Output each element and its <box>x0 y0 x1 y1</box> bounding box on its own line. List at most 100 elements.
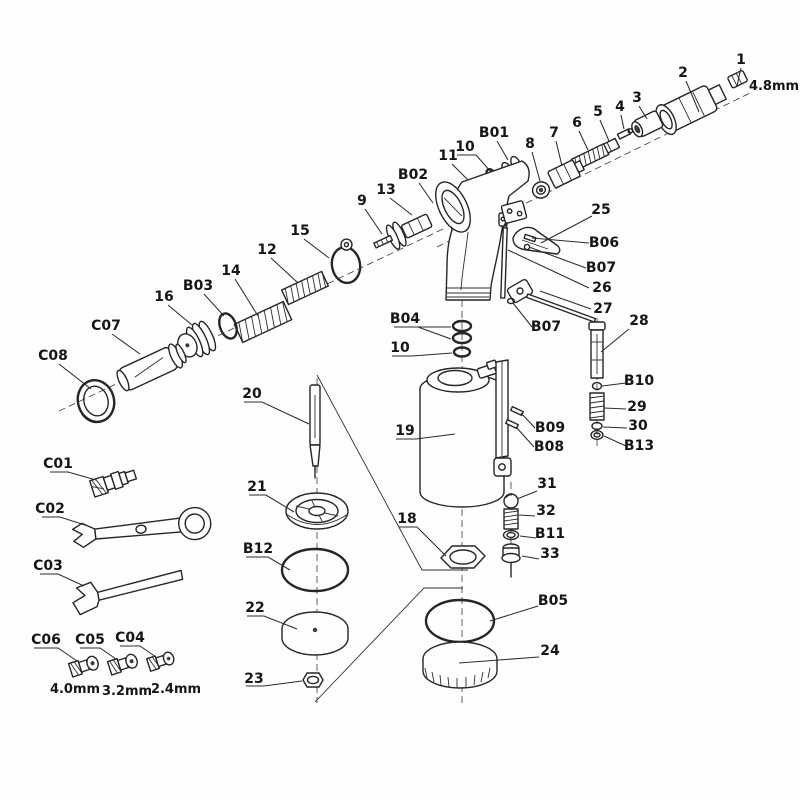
part-label-2-1: 2 <box>678 65 688 81</box>
part-label-15-15: 15 <box>290 223 309 239</box>
part-label-27-26: 27 <box>593 301 612 317</box>
b07-pin-upper <box>523 243 531 251</box>
locknut-part-8 <box>531 181 551 199</box>
part-label-13-13: 13 <box>376 182 395 198</box>
part-label-3-2mm-57: 3.2mm <box>102 684 152 699</box>
piston-disc-part-22 <box>281 611 349 656</box>
trigger-bracket <box>500 200 528 224</box>
leader-line-c02 <box>42 516 89 527</box>
part-label-33-47: 33 <box>540 546 559 562</box>
clamp-ring <box>426 359 500 393</box>
valve-screw-part-33 <box>501 543 521 578</box>
assembly-alignment-lines <box>314 374 468 703</box>
spring-part-29 <box>589 392 605 421</box>
part-label-31-44: 31 <box>537 476 556 492</box>
part-label-19-37: 19 <box>395 423 414 439</box>
part-label-20-38: 20 <box>242 386 262 402</box>
ring-spanner-c02 <box>71 506 212 549</box>
leader-line-b07 <box>512 302 533 328</box>
part-label-b10-29: B10 <box>624 373 654 389</box>
link-rod-part-26 <box>500 222 508 299</box>
leader-line-16 <box>167 304 193 326</box>
part-label-b09-33: B09 <box>535 420 565 436</box>
jaw-case-part-3 <box>631 110 664 138</box>
part-label-b12-40: B12 <box>243 541 273 557</box>
part-label-3-3: 3 <box>632 90 642 106</box>
leader-line-7 <box>555 140 563 167</box>
needle-part-20 <box>309 384 321 479</box>
part-label-c03-52: C03 <box>33 558 63 574</box>
leader-line-18 <box>399 526 447 557</box>
part-label-9-14: 9 <box>357 193 367 209</box>
leader-line-26 <box>507 249 590 289</box>
leader-line-b13 <box>603 435 627 447</box>
leader-line-2 <box>685 80 700 113</box>
b07-ring-lower <box>506 297 516 305</box>
part-label-8-8: 8 <box>525 136 535 152</box>
part-label-b07-24: B07 <box>586 260 616 276</box>
ball-part-31 <box>503 493 519 509</box>
leader-line-10 <box>392 352 453 357</box>
leader-line-8 <box>531 151 541 182</box>
leader-line-33 <box>521 555 540 560</box>
part-label-b04-35: B04 <box>390 311 420 327</box>
leader-line-20 <box>244 401 310 425</box>
part-label-24-49: 24 <box>540 643 560 659</box>
part-label-26-25: 26 <box>592 280 611 296</box>
leader-line-b12 <box>246 556 291 571</box>
piston-rod-part-9 <box>373 213 433 250</box>
part-label-11-11: 11 <box>438 148 457 164</box>
leader-line-9 <box>364 208 383 235</box>
leader-line-b09 <box>520 412 536 429</box>
part-label-4-8mm-2: 4.8mm <box>749 79 799 94</box>
part-label-7-7: 7 <box>549 125 559 141</box>
leader-line-10 <box>457 154 492 173</box>
ring-part-30 <box>591 421 603 431</box>
leader-line-b10 <box>601 382 627 387</box>
part-label-28-28: 28 <box>629 313 648 329</box>
part-label-b11-46: B11 <box>535 526 565 542</box>
part-label-b01-9: B01 <box>479 125 509 141</box>
leader-line-6 <box>578 130 589 151</box>
leader-line-b02 <box>418 182 434 204</box>
part-label-b03-18: B03 <box>183 278 213 294</box>
nosepiece-2-4mm-c04 <box>145 651 175 672</box>
leader-line-19 <box>396 433 456 440</box>
part-label-2-4mm-58: 2.4mm <box>151 682 201 697</box>
part-label-30-31: 30 <box>628 418 648 434</box>
leader-line-b05 <box>489 605 539 622</box>
part-label-b13-32: B13 <box>624 438 654 454</box>
part-label-18-43: 18 <box>397 511 416 527</box>
leader-line-c03 <box>40 573 85 587</box>
b10-ring <box>591 381 603 391</box>
part-label-c07-20: C07 <box>91 318 121 334</box>
nut-part-23 <box>302 672 324 688</box>
part-label-b05-48: B05 <box>538 593 568 609</box>
leader-line-b11 <box>519 535 537 539</box>
hex-nut-part-18 <box>440 545 486 569</box>
spring-part-12 <box>280 270 330 306</box>
leader-line-c07 <box>111 333 141 355</box>
ring-nut-c08 <box>76 378 116 424</box>
part-label-b07-27: B07 <box>531 319 561 335</box>
part-label-21-39: 21 <box>247 479 266 495</box>
leader-line-24 <box>458 656 540 664</box>
b12-o-ring <box>280 547 350 593</box>
part-label-4-4: 4 <box>615 99 625 115</box>
leader-line-22 <box>247 615 298 630</box>
b04-o-rings <box>451 319 473 345</box>
b06-pin <box>523 233 537 243</box>
leader-line-5 <box>599 119 610 142</box>
leader-line-30 <box>602 426 628 429</box>
leader-line-b08 <box>515 426 535 448</box>
nosepiece-4-0mm-c06 <box>67 655 99 678</box>
leader-line-12 <box>270 257 299 284</box>
spring-part-32 <box>503 508 519 530</box>
pull-tube-part-28 <box>588 321 606 379</box>
leader-line-b07 <box>528 246 587 269</box>
part-label-4-0mm-56: 4.0mm <box>50 682 100 697</box>
spoke-wheel-part-21 <box>285 492 349 530</box>
leader-line-b01 <box>496 140 509 161</box>
part-label-c01-50: C01 <box>43 456 73 472</box>
